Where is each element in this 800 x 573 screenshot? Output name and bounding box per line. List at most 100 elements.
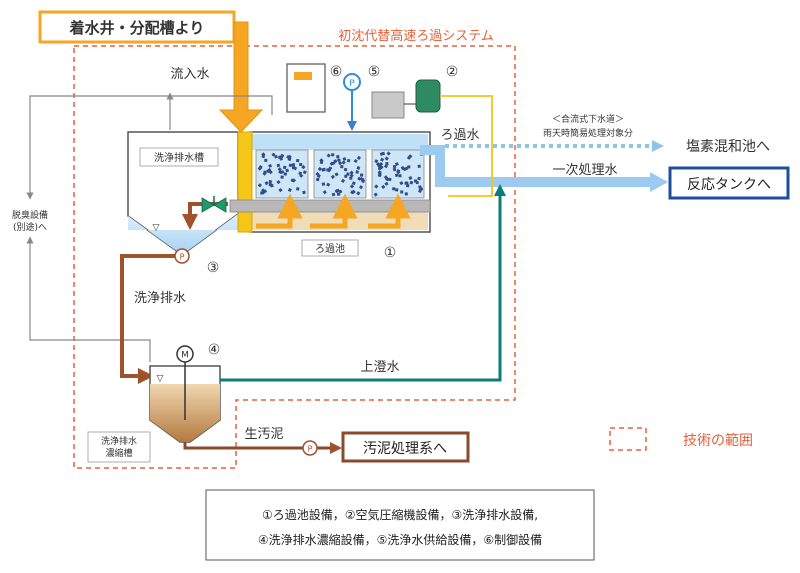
filter-media-grain bbox=[343, 167, 348, 172]
filter-media-grain bbox=[406, 184, 410, 188]
filter-media-grain bbox=[374, 159, 379, 164]
deodor-label-2: (別途)へ bbox=[13, 221, 47, 233]
filter-media-grain bbox=[321, 182, 326, 186]
water-level-mark: ▽ bbox=[153, 223, 160, 233]
filter-media-grain bbox=[413, 179, 418, 183]
filter-media-grain bbox=[326, 153, 331, 158]
conc-tank-label-1: 洗浄排水 bbox=[101, 435, 137, 447]
filter-media-grain bbox=[392, 167, 397, 172]
wash-drain-flow bbox=[120, 254, 175, 384]
tech-scope-legend-swatch bbox=[609, 427, 647, 451]
filter-pond-label-box bbox=[301, 239, 359, 257]
filter-media-grain bbox=[317, 166, 323, 172]
wash-drain-label: 洗浄排水 bbox=[134, 291, 186, 306]
inflow-label: 流入水 bbox=[170, 67, 209, 82]
motor-icon bbox=[176, 345, 194, 363]
filter-media-grain bbox=[342, 156, 347, 162]
filter-tank-top-water bbox=[252, 134, 428, 150]
motor-letter: M bbox=[181, 351, 189, 361]
sludge-system-label: 汚泥処理系へ bbox=[363, 441, 447, 457]
equipment-legend-line-2: ④洗浄排水濃縮設備，⑤洗浄水供給設備，⑥制御設備 bbox=[258, 532, 542, 547]
filter-media-grain bbox=[399, 181, 404, 186]
filter-media-grain bbox=[336, 192, 341, 196]
filter-media-grain bbox=[360, 173, 364, 177]
supernatant-label: 上澄水 bbox=[360, 360, 399, 375]
filter-media-grain bbox=[385, 161, 389, 166]
filter-media-grain bbox=[283, 172, 288, 176]
filter-media-grain bbox=[388, 177, 392, 182]
filter-media-grain bbox=[409, 180, 414, 185]
system-title: 初沈代替高速ろ過システム bbox=[338, 28, 494, 44]
wash-tank-label-box bbox=[139, 147, 219, 167]
filter-media-grain bbox=[319, 160, 324, 165]
filter-media-grain bbox=[379, 152, 384, 156]
rain-arrowhead bbox=[652, 140, 664, 152]
reaction-tank-label: 反応タンクへ bbox=[687, 177, 771, 193]
filter-media-grain bbox=[326, 182, 331, 187]
filter-media-grain bbox=[282, 165, 287, 170]
filter-media-grain bbox=[380, 157, 385, 162]
filter-media-grain bbox=[322, 190, 327, 195]
filter-media-grain bbox=[277, 167, 282, 172]
filter-media-grain bbox=[355, 170, 359, 174]
filter-media-grain bbox=[396, 169, 401, 175]
conc-tank-label-2: 濃縮槽 bbox=[105, 447, 132, 459]
filter-media-grain bbox=[261, 154, 266, 159]
filter-media-grain bbox=[353, 158, 358, 164]
filter-media-grain bbox=[356, 155, 361, 160]
filter-media-grain bbox=[394, 188, 399, 192]
chlorine-label: 塩素混和池へ bbox=[686, 139, 770, 155]
filter-media-grain bbox=[379, 165, 384, 170]
filter-media-grain bbox=[398, 174, 402, 178]
deodor-label: 脱臭設備 bbox=[12, 209, 48, 221]
filter-media-grain bbox=[315, 171, 320, 177]
filter-media-grain bbox=[264, 158, 268, 162]
filter-media-grain bbox=[280, 175, 284, 179]
source-label: 着水井・分配槽より bbox=[69, 19, 205, 37]
filter-media-grain bbox=[338, 161, 343, 166]
primary-water-arrowhead bbox=[650, 172, 668, 192]
sludge-pump-icon bbox=[302, 440, 318, 456]
filter-media-grain bbox=[278, 187, 283, 193]
filter-media-grain bbox=[417, 176, 421, 181]
filter-media-grain bbox=[349, 173, 354, 178]
filter-media-grain bbox=[358, 185, 364, 190]
filter-media-grain bbox=[404, 181, 408, 185]
filter-media-grain bbox=[392, 187, 396, 191]
filter-media-grain bbox=[331, 153, 335, 157]
filter-media-grain bbox=[383, 164, 389, 169]
filter-media-grain bbox=[315, 177, 320, 182]
filter-media-grain bbox=[334, 188, 339, 194]
filter-media-grain bbox=[268, 179, 273, 184]
filter-media-grain bbox=[417, 164, 421, 169]
filter-media-grain bbox=[257, 166, 262, 171]
control-panel-icon bbox=[286, 63, 326, 113]
filter-media-grain bbox=[287, 188, 292, 192]
air-compressor-icon bbox=[415, 79, 441, 113]
air-compressor-box bbox=[371, 91, 405, 119]
filter-media-grain bbox=[351, 181, 356, 186]
num-5: ⑤ bbox=[368, 64, 381, 80]
filter-media-grain bbox=[329, 161, 334, 166]
filter-media-grain bbox=[350, 190, 355, 195]
filter-media-grain bbox=[374, 184, 379, 189]
filter-media-grain bbox=[418, 185, 422, 189]
filter-media-grain bbox=[267, 167, 272, 173]
primary-water-label: 一次処理水 bbox=[552, 162, 617, 178]
filter-media-grain bbox=[291, 163, 296, 167]
inflow-arrow bbox=[218, 21, 264, 133]
pump-3-letter: P bbox=[180, 253, 185, 262]
filter-media-grain bbox=[378, 172, 382, 176]
filter-media-grain bbox=[302, 190, 306, 195]
filter-media-grain bbox=[349, 170, 354, 175]
filter-media-grain bbox=[276, 163, 281, 168]
filter-media-grain bbox=[386, 151, 391, 156]
filter-media-grain bbox=[418, 189, 422, 193]
tech-scope-label: 技術の範囲 bbox=[683, 432, 753, 449]
upflow-arrow-3 bbox=[368, 193, 411, 229]
equipment-legend-box bbox=[205, 489, 595, 561]
filter-media-grain bbox=[349, 184, 355, 189]
filter-media-grain bbox=[340, 178, 346, 183]
